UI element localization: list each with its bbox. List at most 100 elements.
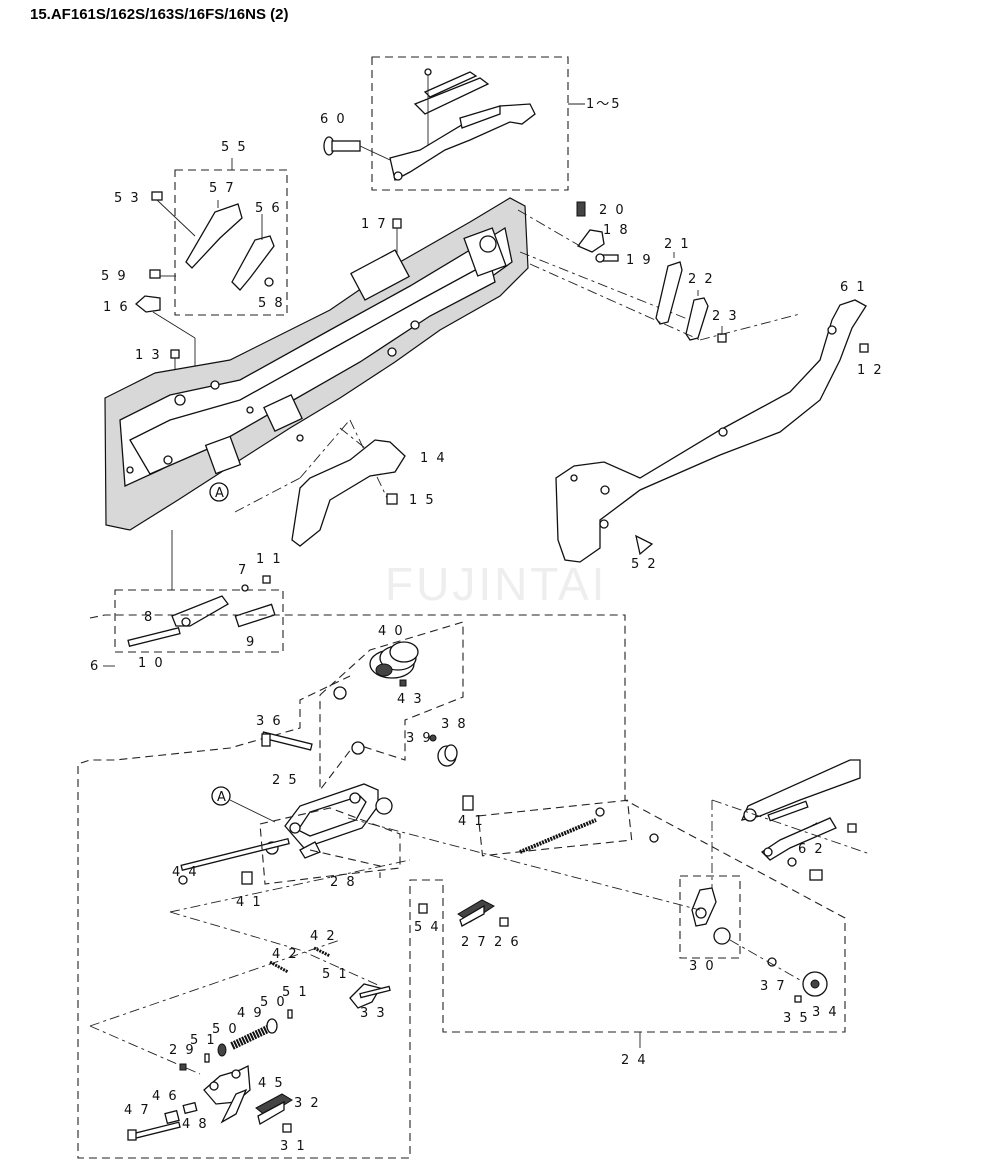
callout-1-5: 1～5 [586, 97, 622, 112]
callout-32: 3 2 [294, 1096, 321, 1111]
callout-16: 1 6 [103, 300, 130, 315]
callout-57: 5 7 [209, 181, 236, 196]
screw-29 [179, 1063, 187, 1071]
callout-50-a: 5 0 [260, 995, 287, 1010]
callout-19: 1 9 [626, 253, 653, 268]
screw-right-2 [787, 857, 823, 881]
connector-32 [255, 1093, 293, 1125]
callout-38: 3 8 [441, 717, 468, 732]
group-box-1-5 [371, 56, 569, 191]
main-frame [104, 197, 529, 531]
screw-35 [794, 995, 802, 1003]
callout-A-1-text: A [215, 486, 226, 501]
screw-36 [261, 731, 313, 751]
callout-23: 2 3 [712, 309, 739, 324]
washer-mid [649, 833, 659, 843]
callout-37: 3 7 [760, 979, 787, 994]
washer-50-b [217, 1043, 227, 1057]
nut-46 [164, 1101, 198, 1125]
callout-15: 1 5 [409, 493, 436, 508]
watermark: FUJINTAI [385, 558, 607, 610]
callout-36: 3 6 [256, 714, 283, 729]
callout-51-b: 5 1 [282, 985, 309, 1000]
screw-26 [499, 917, 509, 927]
torsion-spring-40 [369, 641, 419, 679]
lever-8 [171, 595, 229, 627]
callout-52: 5 2 [631, 557, 658, 572]
callout-18: 1 8 [603, 223, 630, 238]
group-box-30 [679, 875, 741, 959]
roller-38 [437, 744, 458, 767]
callout-51-c: 5 1 [190, 1033, 217, 1048]
callout-42-a: 4 2 [310, 929, 337, 944]
spring-20 [576, 201, 586, 217]
callout-21: 2 1 [664, 237, 691, 252]
callout-8: 8 [144, 610, 154, 625]
callout-34: 3 4 [812, 1005, 839, 1020]
lever-56 [231, 235, 275, 291]
callout-46: 4 6 [152, 1089, 179, 1104]
spring-long [519, 807, 605, 854]
washer-50-a [266, 1018, 278, 1034]
callout-56: 5 6 [255, 201, 282, 216]
callout-26: 2 6 [494, 935, 521, 950]
callout-45: 4 5 [258, 1076, 285, 1091]
callout-41-b: 4 1 [236, 895, 263, 910]
callout-62: 6 2 [798, 842, 825, 857]
callout-31: 3 1 [280, 1139, 307, 1154]
callout-47: 4 7 [124, 1103, 151, 1118]
callout-10: 1 0 [138, 656, 165, 671]
pin-60 [323, 136, 391, 161]
callout-39: 3 9 [406, 731, 433, 746]
callout-44: 4 4 [172, 865, 199, 880]
screw-31 [282, 1123, 292, 1133]
callout-12: 1 2 [857, 363, 884, 378]
callout-A-2-text: A [217, 790, 228, 805]
callout-27: 2 7 [461, 935, 488, 950]
callout-48: 4 8 [182, 1117, 209, 1132]
callout-20: 2 0 [599, 203, 626, 218]
callout-40: 4 0 [378, 624, 405, 639]
callout-A-1 [209, 482, 229, 502]
callout-A-2 [211, 786, 231, 806]
callout-61: 6 1 [840, 280, 867, 295]
callout-41-a: 4 1 [458, 814, 485, 829]
callout-50-b: 5 0 [212, 1022, 239, 1037]
callout-7: 7 [238, 563, 248, 578]
guide-14 [291, 439, 406, 547]
callout-29: 2 9 [169, 1043, 196, 1058]
callout-22: 2 2 [688, 272, 715, 287]
lever-18 [576, 229, 605, 253]
callout-43: 4 3 [397, 692, 424, 707]
bracket-16 [134, 295, 161, 313]
screw-53 [151, 191, 196, 237]
spring-49 [230, 1022, 276, 1050]
group-box-55 [174, 169, 288, 316]
screw-12 [859, 343, 869, 353]
pin-10 [127, 627, 181, 647]
callout-35: 3 5 [783, 1011, 810, 1026]
spring-42-a [269, 960, 289, 974]
callout-28: 2 8 [330, 875, 357, 890]
callout-25: 2 5 [272, 773, 299, 788]
callout-53: 5 3 [114, 191, 141, 206]
callout-14: 1 4 [420, 451, 447, 466]
callout-51-a: 5 1 [322, 967, 349, 982]
lever-33 [349, 983, 391, 1009]
washer-7 [241, 584, 249, 592]
callout-11: 1 1 [256, 552, 283, 567]
callout-24: 2 4 [621, 1053, 648, 1068]
callout-54: 5 4 [414, 920, 441, 935]
bracket-45 [203, 1064, 251, 1124]
screw-41-a [462, 795, 474, 811]
screw-47 [127, 1121, 181, 1141]
callout-9: 9 [246, 635, 256, 650]
callout-60: 6 0 [320, 112, 347, 127]
side-plate-61 [555, 299, 867, 563]
lever-21 [655, 261, 683, 325]
callout-6: 6 [90, 659, 100, 674]
lever-22 [685, 297, 709, 341]
nut-15 [386, 493, 398, 505]
callout-49: 4 9 [237, 1006, 264, 1021]
